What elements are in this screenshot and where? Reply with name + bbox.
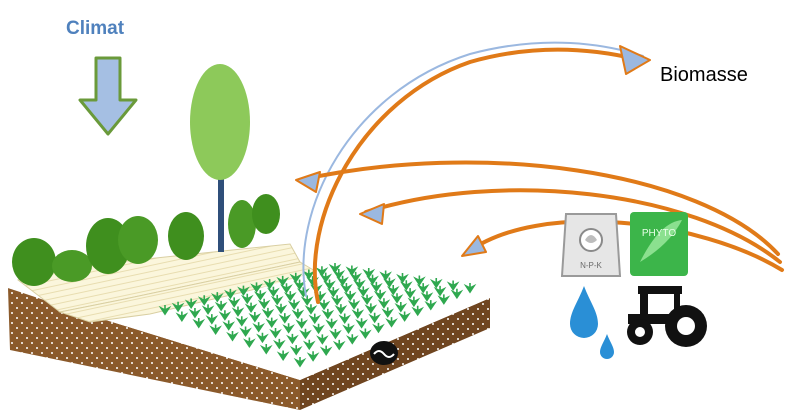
water-drop-icon xyxy=(570,286,614,359)
curved-arrow-icon xyxy=(468,221,782,270)
phyto-label: PHYTO xyxy=(642,228,676,239)
earthworm-icon xyxy=(370,341,398,365)
phyto-product-icon: PHYTO xyxy=(630,212,688,276)
tractor-icon xyxy=(627,286,707,347)
down-arrow-icon xyxy=(80,58,136,134)
fertilizer-bag-icon: N-P-K xyxy=(562,214,620,276)
fertilizer-label: N-P-K xyxy=(580,261,602,270)
